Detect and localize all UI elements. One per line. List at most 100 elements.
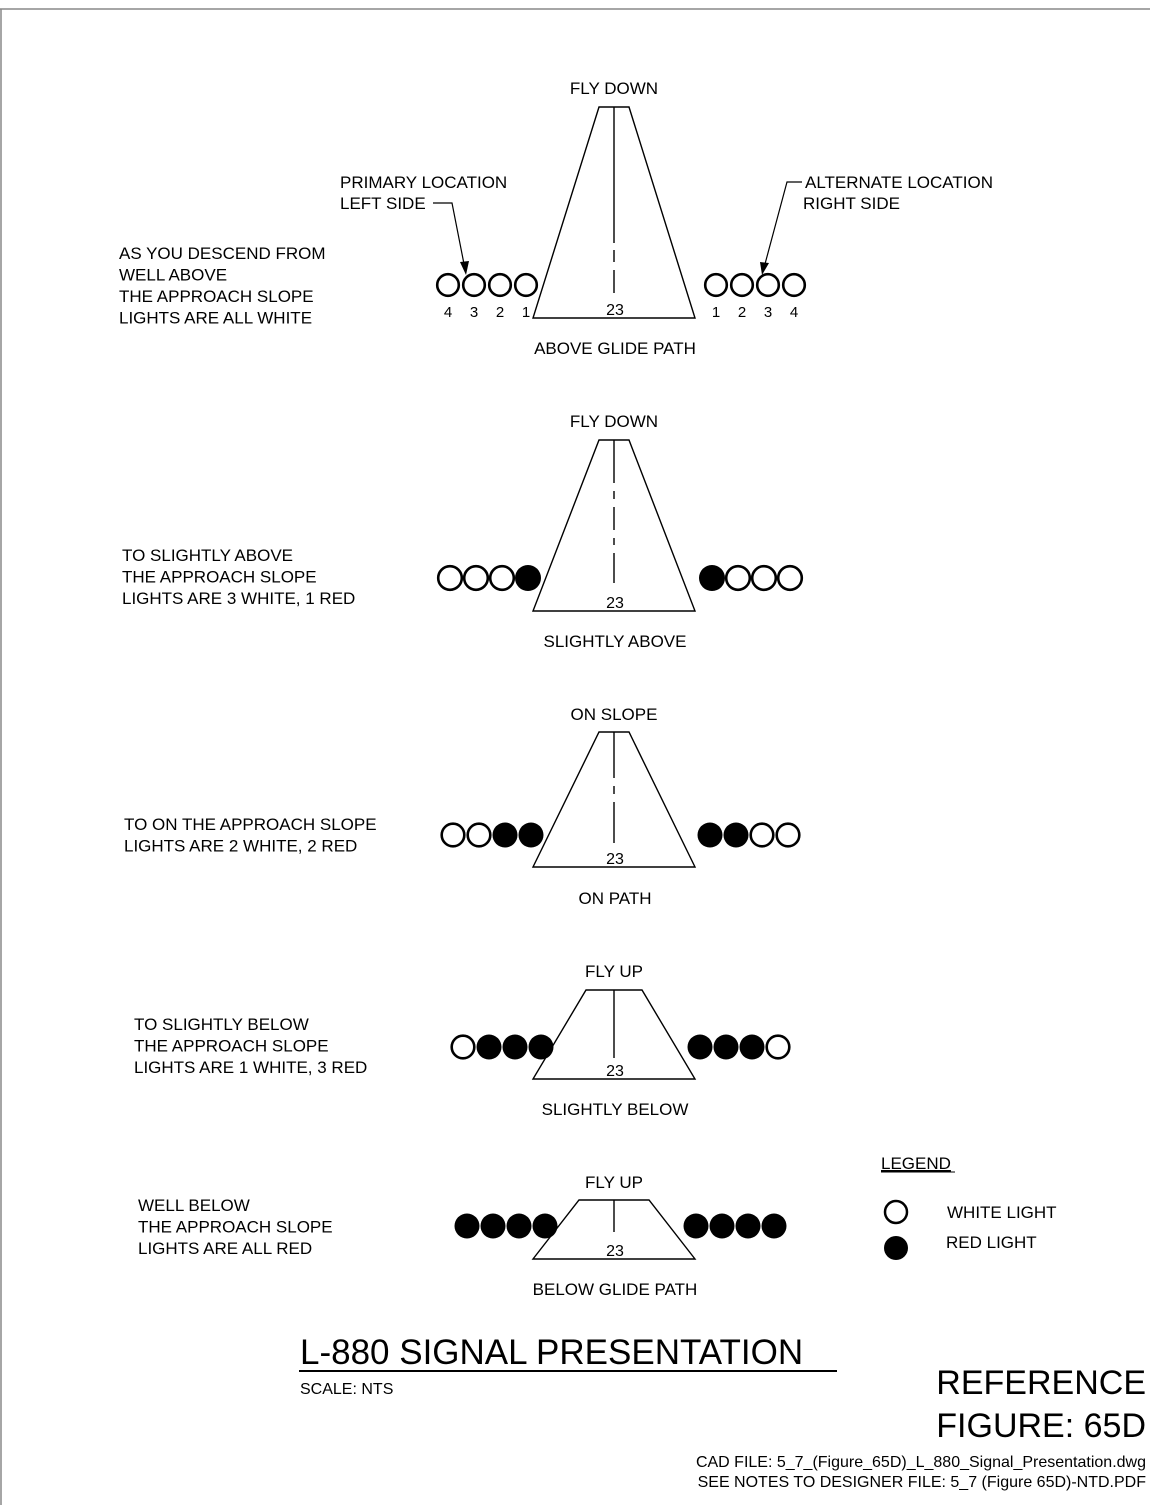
left-light-2-red-icon [480,1213,506,1239]
right-light-1-red-icon [683,1213,709,1239]
callout-right-leader [764,181,802,265]
title-block: L-880 SIGNAL PRESENTATION SCALE: NTS REF… [299,1333,1146,1491]
guidance-label: FLY DOWN [570,412,658,431]
description-line: WELL BELOW [138,1196,250,1215]
approach-slope-trapezoid [532,106,696,319]
legend: LEGEND WHITE LIGHT RED LIGHT [881,1154,1057,1260]
callout-left-leader [433,202,465,265]
left-light-1-white-icon [440,822,466,848]
glide-path-status-label: SLIGHTLY ABOVE [544,632,687,651]
glide-path-status-label: SLIGHTLY BELOW [542,1100,689,1119]
guidance-label: FLY UP [585,962,643,981]
left-light-3-red-icon [502,1034,528,1060]
approach-slope-trapezoid [531,1199,697,1260]
callout-right-line-1: ALTERNATE LOCATION [805,173,993,192]
right-light-3-red-icon [739,1034,765,1060]
right-light-4-white-icon [776,564,804,592]
left-light-2-white-icon [466,822,492,848]
right-light-4-white-icon [765,1034,791,1060]
runway-number: 23 [606,1063,624,1080]
legend-title: LEGEND [881,1154,951,1173]
left-light-4-red-icon [515,565,541,591]
drawing-title: L-880 SIGNAL PRESENTATION [300,1333,803,1372]
right-light-2-red-icon [723,822,749,848]
reference-label: REFERENCE [936,1364,1146,1402]
right-light-number: 2 [738,304,746,321]
left-light-2-white-icon [462,564,490,592]
callout-left-arrow-icon [460,261,469,275]
left-light-3-red-icon [506,1213,532,1239]
guidance-label: FLY DOWN [570,79,658,98]
right-light-1-red-icon [687,1034,713,1060]
right-light-1-red-icon [697,822,723,848]
description-line: THE APPROACH SLOPE [134,1037,329,1056]
guidance-label: FLY UP [585,1173,643,1192]
right-light-3-white-icon [755,272,781,298]
right-light-2-white-icon [729,272,755,298]
left-light-number: 3 [470,304,478,321]
runway-number: 23 [606,302,624,319]
right-light-4-red-icon [761,1213,787,1239]
right-light-number: 4 [790,304,798,321]
description-line: LIGHTS ARE ALL RED [138,1239,312,1258]
left-light-4-red-icon [528,1034,554,1060]
right-light-2-red-icon [713,1034,739,1060]
description-line: LIGHTS ARE ALL WHITE [119,309,312,328]
left-light-4-red-icon [532,1213,558,1239]
description-line: THE APPROACH SLOPE [122,568,317,587]
left-light-2-white-icon [461,272,487,298]
legend-red-label: RED LIGHT [946,1233,1037,1252]
left-light-3-white-icon [487,272,513,298]
callout-left-line-2: LEFT SIDE [340,194,426,213]
left-light-3-white-icon [488,564,516,592]
right-light-4-white-icon [775,822,801,848]
scale-note: SCALE: NTS [300,1381,393,1398]
guidance-label: ON SLOPE [571,705,658,724]
approach-slope-trapezoid [531,731,697,868]
left-light-4-red-icon [518,822,544,848]
description-line: LIGHTS ARE 1 WHITE, 3 RED [134,1058,367,1077]
legend-red-light-icon [884,1236,908,1260]
legend-white-label: WHITE LIGHT [947,1203,1057,1222]
left-light-2-red-icon [476,1034,502,1060]
callout-right-line-2: RIGHT SIDE [803,194,900,213]
left-light-1-white-icon [436,564,464,592]
legend-white-light-icon [883,1199,909,1225]
signal-panel-4: FLY UP SLIGHTLY BELOW 23 TO SLIGHTLY BELOW T… [134,962,791,1119]
runway-number: 23 [606,1243,624,1260]
left-light-1-white-icon [435,272,461,298]
notes-file-note: SEE NOTES TO DESIGNER FILE: 5_7 (Figure … [698,1474,1147,1491]
left-light-number: 1 [522,304,530,321]
description-line: TO SLIGHTLY BELOW [134,1015,309,1034]
description-line: THE APPROACH SLOPE [119,287,314,306]
figure-number: FIGURE: 65D [936,1407,1146,1445]
cad-file-note: CAD FILE: 5_7_(Figure_65D)_L_880_Signal_… [696,1454,1146,1471]
callout-left-line-1: PRIMARY LOCATION [340,173,507,192]
runway-number: 23 [606,851,624,868]
right-light-2-white-icon [724,564,752,592]
description-line: THE APPROACH SLOPE [138,1218,333,1237]
left-light-number: 4 [444,304,452,321]
glide-path-status-label: ABOVE GLIDE PATH [534,339,696,358]
signal-panel-5: FLY UP BELOW GLIDE PATH 23 WELL BELOW THE AP… [138,1173,787,1299]
description-line: LIGHTS ARE 2 WHITE, 2 RED [124,837,357,856]
left-light-1-white-icon [450,1034,476,1060]
description-line: WELL ABOVE [119,266,227,285]
right-light-4-white-icon [781,272,807,298]
right-light-2-red-icon [709,1213,735,1239]
description-line: AS YOU DESCEND FROM [119,244,326,263]
right-light-3-white-icon [749,822,775,848]
right-light-1-red-icon [699,565,725,591]
alternate-location-callout: ALTERNATE LOCATION RIGHT SIDE [760,173,993,275]
right-light-1-white-icon [703,272,729,298]
glide-path-status-label: BELOW GLIDE PATH [533,1280,698,1299]
left-light-number: 2 [496,304,504,321]
primary-location-callout: PRIMARY LOCATION LEFT SIDE [340,173,507,275]
right-light-number: 1 [712,304,720,321]
left-light-4-white-icon [513,272,539,298]
description-line: TO ON THE APPROACH SLOPE [124,815,377,834]
